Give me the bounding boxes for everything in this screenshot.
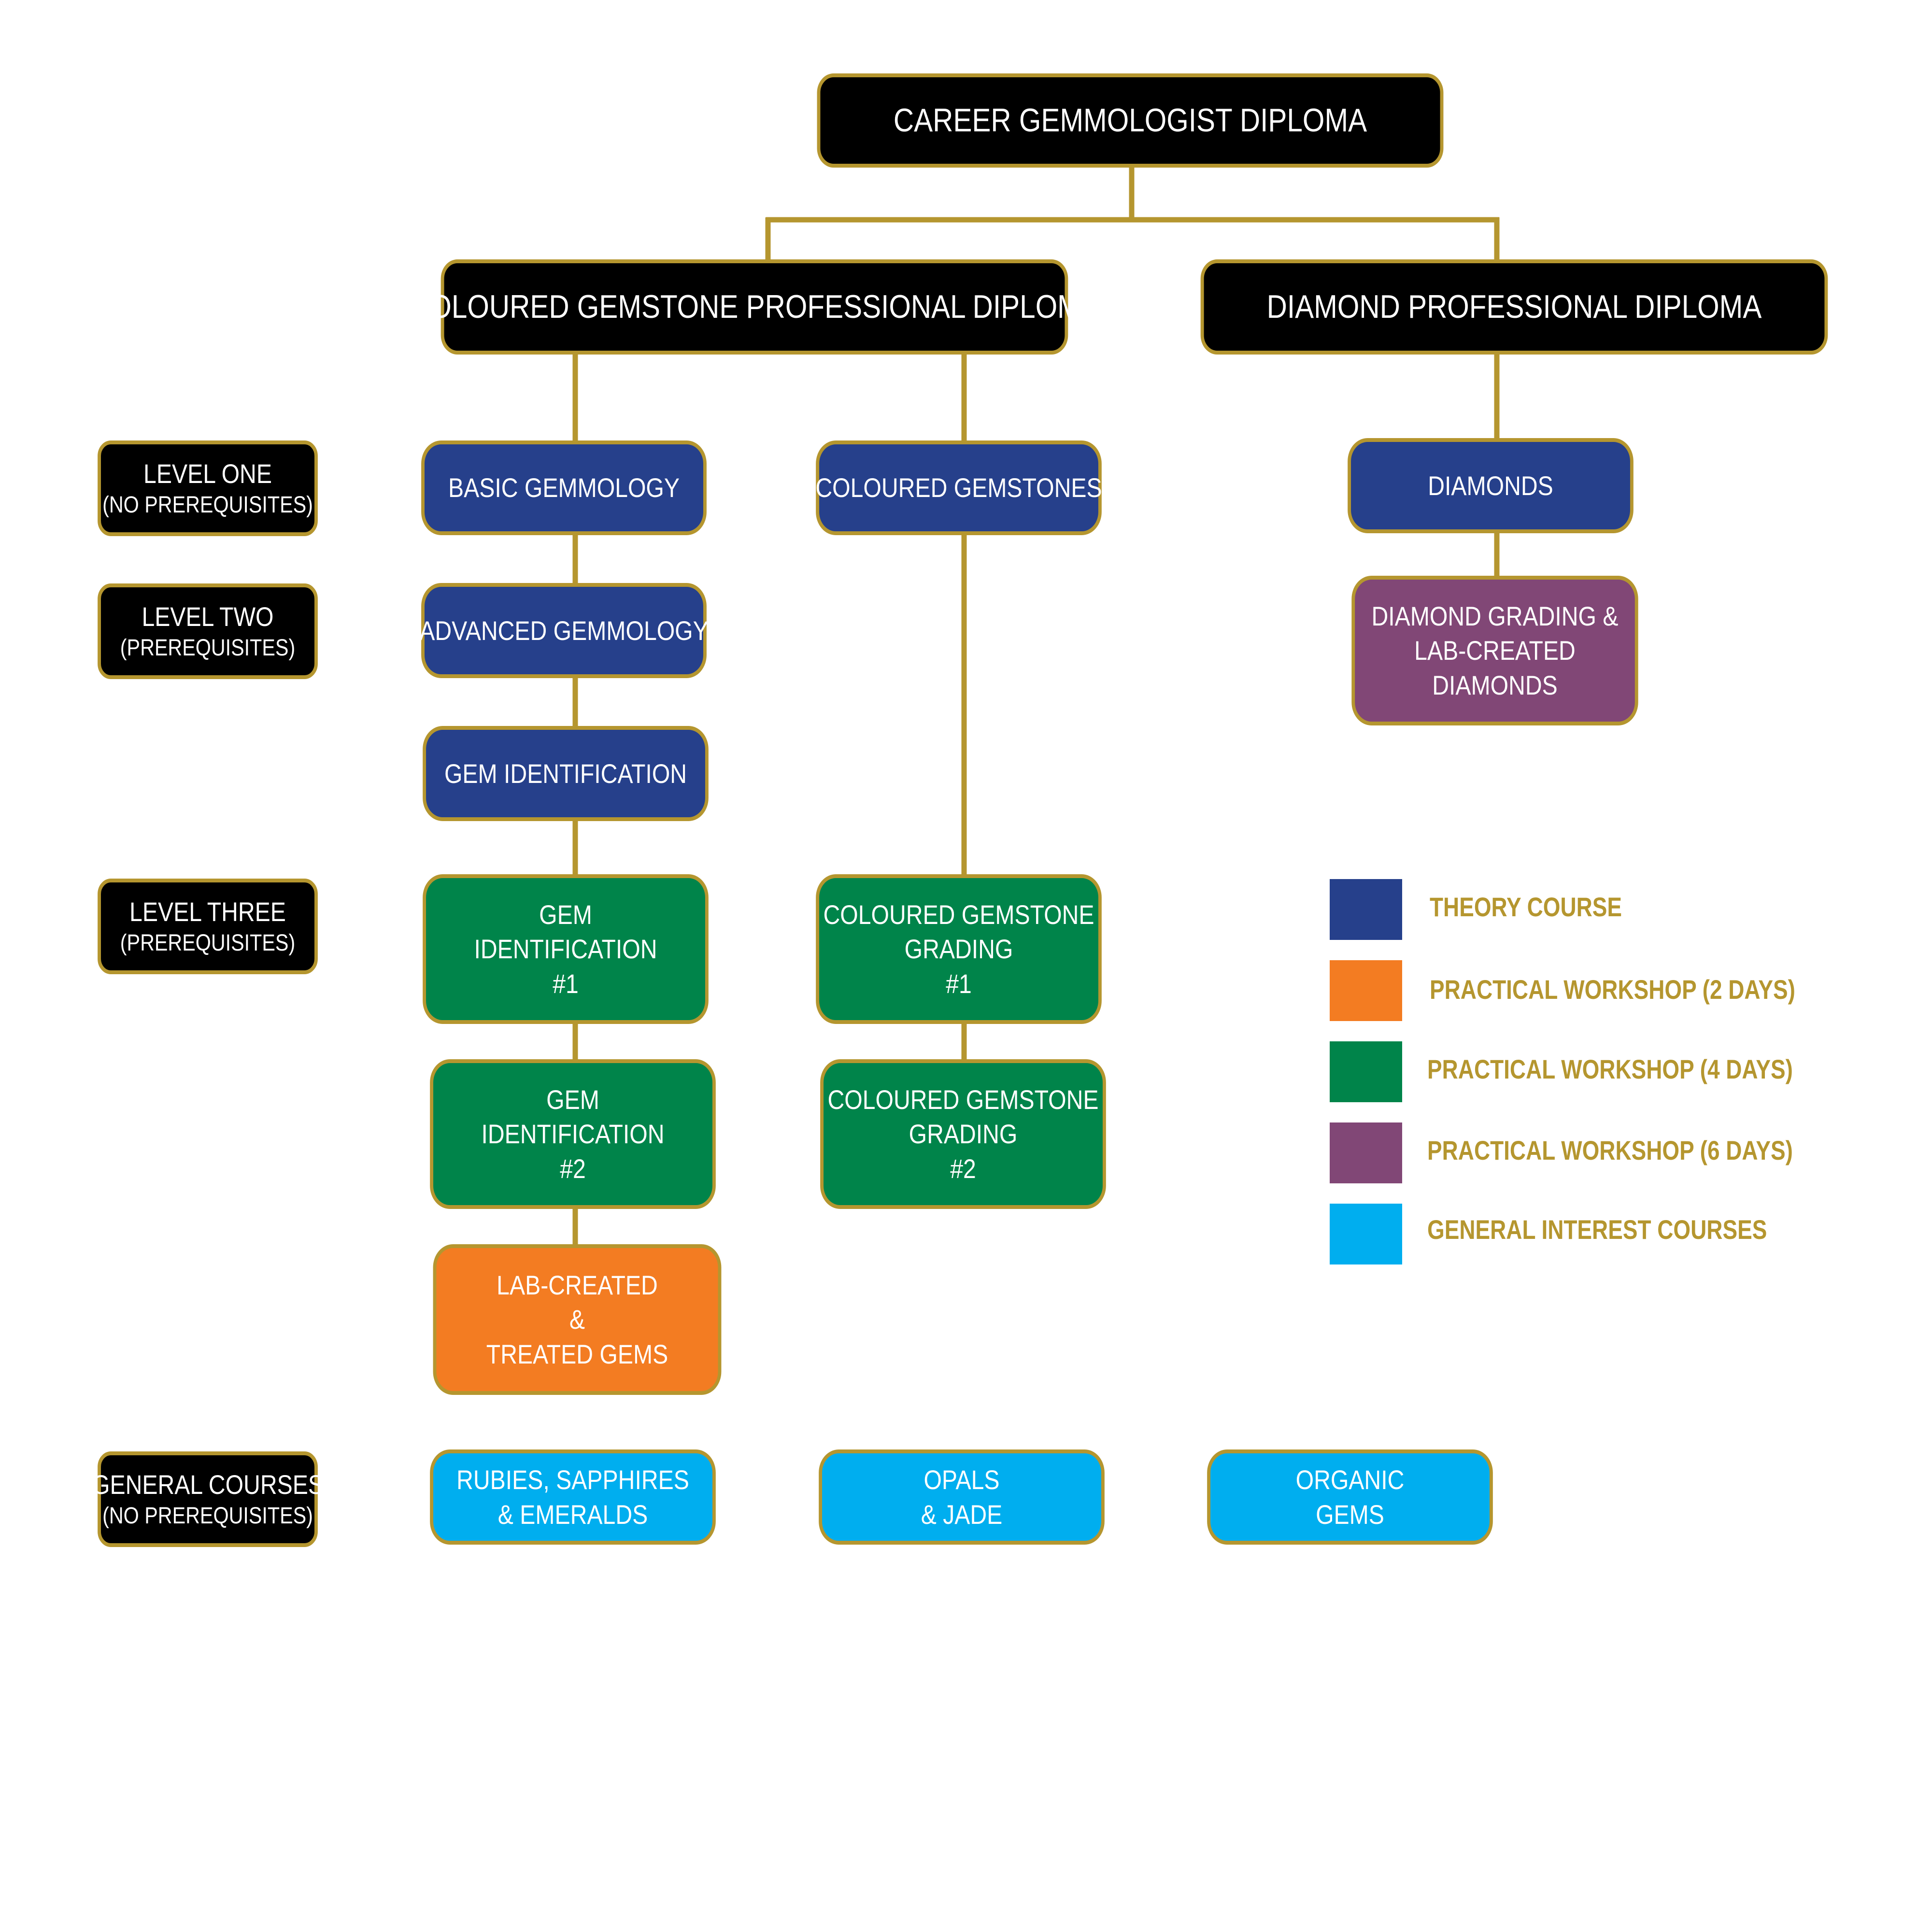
legend-label-workshop-4-days: PRACTICAL WORKSHOP (4 DAYS) (1427, 1054, 1793, 1084)
legend-swatch-workshop-2-days (1330, 960, 1402, 1021)
level-two-label: LEVEL TWO (PREREQUISITES) (98, 583, 318, 679)
course-basic-gemmology[interactable]: BASIC GEMMOLOGY (421, 440, 707, 535)
course-line: IDENTIFICATION (474, 934, 657, 965)
legend-swatch-workshop-6-days (1330, 1122, 1402, 1183)
course-opals-jade[interactable]: OPALS & JADE (819, 1449, 1105, 1545)
legend-swatch-workshop-4-days (1330, 1041, 1402, 1102)
course-line: DIAMONDS (1432, 669, 1558, 700)
course-line: TREATED GEMS (486, 1338, 668, 1369)
legend-label-theory: THEORY COURSE (1430, 892, 1622, 922)
diamond-diploma-label: DIAMOND PROFESSIONAL DIPLOMA (1266, 288, 1762, 326)
course-line: #1 (946, 968, 972, 999)
course-line: OPALS (923, 1464, 1000, 1495)
course-line: COLOURED GEMSTONE (827, 1084, 1099, 1115)
coloured-gemstone-professional-diploma: COLOURED GEMSTONE PROFESSIONAL DIPLOMA (409, 259, 1100, 355)
course-lab-created-treated-gems[interactable]: LAB-CREATED & TREATED GEMS (433, 1244, 722, 1395)
course-line: #1 (553, 968, 579, 999)
level-note: (NO PREREQUISITES) (102, 492, 313, 518)
legend-swatch-general-interest (1330, 1204, 1402, 1264)
course-line: GRADING (904, 934, 1013, 965)
course-diamond-grading-lab-created-diamonds[interactable]: DIAMOND GRADING & LAB-CREATED DIAMONDS (1351, 576, 1638, 725)
legend-label-general-interest: GENERAL INTEREST COURSES (1427, 1214, 1767, 1245)
course-line: #2 (560, 1153, 586, 1184)
course-line: ORGANIC (1295, 1464, 1405, 1495)
level-note: (NO PREREQUISITES) (102, 1503, 313, 1529)
level-title: LEVEL THREE (129, 896, 286, 927)
course-line: & JADE (921, 1499, 1003, 1530)
course-line: GEM (539, 899, 592, 930)
level-note: (PREREQUISITES) (120, 930, 296, 956)
level-note: (PREREQUISITES) (120, 635, 296, 661)
course-line: GRADING (909, 1119, 1018, 1150)
level-title: LEVEL TWO (142, 601, 274, 632)
course-line: GEM IDENTIFICATION (444, 758, 687, 789)
course-coloured-gemstones[interactable]: COLOURED GEMSTONES (815, 440, 1102, 535)
course-gem-identification-1[interactable]: GEM IDENTIFICATION #1 (423, 874, 709, 1024)
course-line: GEMS (1316, 1499, 1384, 1530)
course-line: RUBIES, SAPPHIRES (456, 1464, 689, 1495)
course-line: #2 (950, 1153, 976, 1184)
course-line: LAB-CREATED (497, 1270, 658, 1301)
course-gem-identification[interactable]: GEM IDENTIFICATION (423, 726, 709, 821)
course-line: & EMERALDS (497, 1499, 648, 1530)
legend-label-workshop-6-days: PRACTICAL WORKSHOP (6 DAYS) (1427, 1135, 1793, 1165)
course-line: BASIC GEMMOLOGY (448, 472, 680, 503)
course-advanced-gemmology[interactable]: ADVANCED GEMMOLOGY (419, 583, 709, 678)
course-line: ADVANCED GEMMOLOGY (419, 615, 709, 646)
course-rubies-sapphires-emeralds[interactable]: RUBIES, SAPPHIRES & EMERALDS (430, 1449, 716, 1545)
course-diamonds[interactable]: DIAMONDS (1348, 438, 1634, 533)
course-line: DIAMOND GRADING & (1371, 601, 1619, 632)
level-one-label: LEVEL ONE (NO PREREQUISITES) (98, 440, 318, 536)
course-line: IDENTIFICATION (481, 1119, 665, 1150)
legend-label-workshop-2-days: PRACTICAL WORKSHOP (2 DAYS) (1430, 974, 1795, 1005)
level-title: LEVEL ONE (143, 458, 272, 489)
course-line: COLOURED GEMSTONE (823, 899, 1094, 930)
general-courses-label: GENERAL COURSES (NO PREREQUISITES) (92, 1451, 324, 1547)
coloured-diploma-label: COLOURED GEMSTONE PROFESSIONAL DIPLOMA (409, 288, 1100, 326)
course-line: GEM (546, 1084, 599, 1115)
career-diploma-label: CAREER GEMMOLOGIST DIPLOMA (893, 102, 1367, 139)
legend-swatch-theory (1330, 879, 1402, 940)
course-line: COLOURED GEMSTONES (815, 472, 1102, 503)
course-coloured-gemstone-grading-2[interactable]: COLOURED GEMSTONE GRADING #2 (820, 1059, 1106, 1209)
course-line: DIAMONDS (1428, 470, 1553, 501)
level-three-label: LEVEL THREE (PREREQUISITES) (98, 879, 318, 974)
career-gemmologist-diploma: CAREER GEMMOLOGIST DIPLOMA (817, 73, 1444, 168)
diamond-professional-diploma: DIAMOND PROFESSIONAL DIPLOMA (1200, 259, 1828, 355)
course-line: & (569, 1304, 585, 1335)
course-organic-gems[interactable]: ORGANIC GEMS (1207, 1449, 1493, 1545)
level-title: GENERAL COURSES (92, 1469, 324, 1500)
course-coloured-gemstone-grading-1[interactable]: COLOURED GEMSTONE GRADING #1 (816, 874, 1102, 1024)
course-gem-identification-2[interactable]: GEM IDENTIFICATION #2 (430, 1059, 716, 1209)
course-line: LAB-CREATED (1414, 635, 1576, 666)
